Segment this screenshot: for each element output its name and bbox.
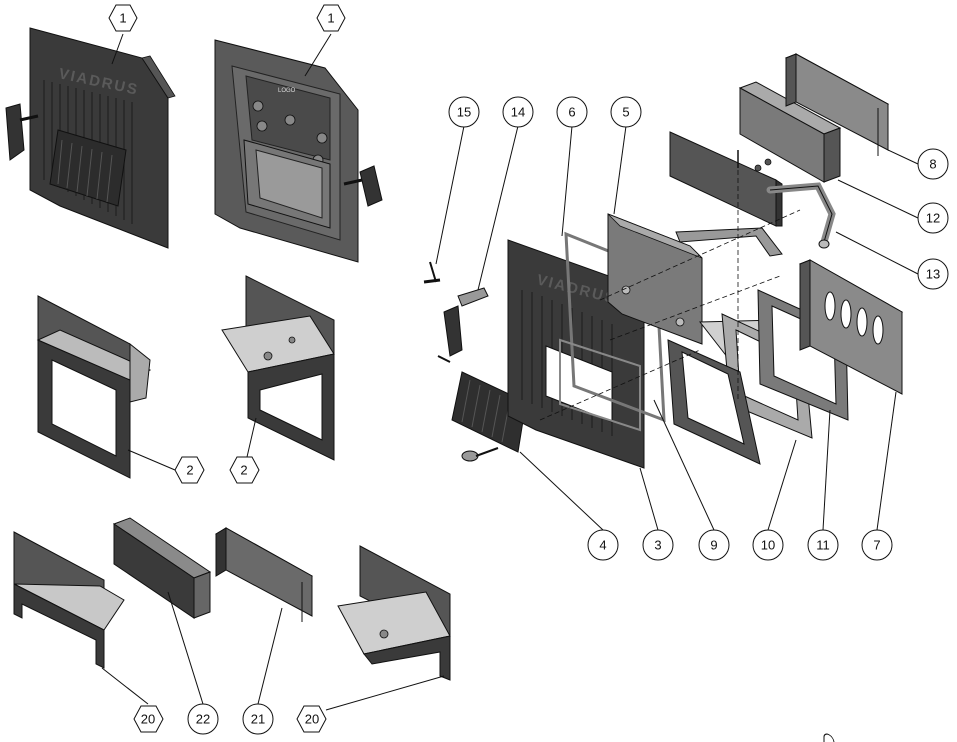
callout-22-text: 22 (196, 712, 210, 727)
part-2-panel-b (221, 275, 335, 461)
callout-14-text: 14 (511, 105, 525, 120)
callout-2-left: 2 (174, 456, 205, 484)
assembly-dash-lines (539, 170, 801, 421)
callout-20-left: 20 (133, 705, 164, 733)
callouts: 1 1 2 2 20 20 (108, 4, 949, 735)
callout-7-circle (861, 529, 893, 561)
callout-2-right: 2 (229, 456, 260, 484)
callout-14-circle (502, 96, 534, 128)
callout-10-circle (752, 529, 784, 561)
callout-2-right-text: 2 (240, 463, 247, 478)
callout-1-right-text: 1 (327, 11, 334, 26)
callout-4-circle (587, 529, 619, 561)
callout-13-circle (917, 258, 949, 290)
callout-7-text: 7 (873, 538, 880, 553)
part-14-handle (443, 287, 489, 357)
part-20-plate-b (337, 545, 451, 681)
callout-1-right: 1 (316, 4, 346, 32)
leader-lines (101, 33, 919, 711)
callout-3-text: 3 (654, 538, 661, 553)
callout-9-text: 9 (710, 538, 717, 553)
plate-mark-text: LOGO (278, 88, 296, 94)
callout-6-text: 6 (568, 105, 575, 120)
bolts-group (737, 150, 772, 172)
callout-13-text: 13 (926, 267, 940, 282)
callout-15-circle (448, 96, 480, 128)
callout-8-text: 8 (929, 157, 936, 172)
callout-3-circle (642, 529, 674, 561)
frame-behind-10 (667, 339, 761, 465)
callout-1-left-text: 1 (119, 11, 126, 26)
callout-9-circle (698, 529, 730, 561)
door-front-view: VIADRUS (5, 27, 176, 249)
callout-11-circle (807, 529, 839, 561)
callout-4-text: 4 (599, 538, 606, 553)
part-5-liner-plate (607, 213, 703, 345)
callout-12-circle (917, 202, 949, 234)
part-21-bracket (215, 527, 313, 622)
callout-21-text: 21 (251, 712, 265, 727)
callout-21-circle (242, 703, 274, 735)
part-15-pin (423, 261, 441, 284)
callout-10-text: 10 (761, 538, 775, 553)
callout-8-circle (917, 148, 949, 180)
callout-20-right-text: 20 (305, 712, 319, 727)
callout-12-text: 12 (926, 211, 940, 226)
part-20-plate-a (13, 531, 125, 669)
callout-22-circle (187, 703, 219, 735)
part-9-gasket-inner (559, 338, 641, 432)
callout-5-text: 5 (622, 105, 629, 120)
callout-20-right: 20 (296, 705, 327, 733)
callout-6-circle (556, 96, 588, 128)
part-7-box (798, 259, 904, 742)
callout-1-left: 1 (108, 4, 138, 32)
callout-20-left-text: 20 (141, 712, 155, 727)
callout-2-left-text: 2 (186, 463, 193, 478)
callout-5-circle (610, 96, 642, 128)
callout-15-text: 15 (457, 105, 471, 120)
part-22-block (112, 517, 212, 619)
part-4-grate (437, 355, 527, 462)
part-2-panel-a (36, 295, 152, 479)
part-13-tube (766, 182, 836, 249)
door-back-view: LOGO (214, 39, 383, 263)
callout-11-text: 11 (816, 538, 830, 553)
part-12-insulation-block (738, 81, 842, 183)
